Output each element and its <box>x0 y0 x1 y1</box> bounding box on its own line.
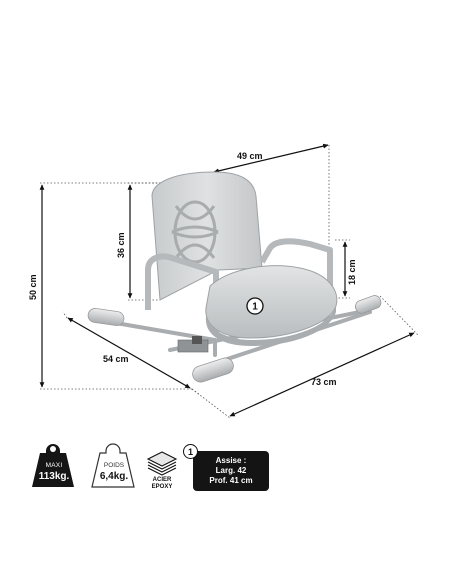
product-weight-label: POIDS <box>103 462 125 469</box>
bath-chair: 1 <box>87 171 382 383</box>
dim-line-length <box>229 332 415 417</box>
product-weight-spec: POIDS 6,4kg. <box>91 447 137 489</box>
seat-dimensions-box: Assise : Larg. 42 Prof. 41 cm <box>193 451 269 491</box>
dim-label-armrest-height: 18 cm <box>347 259 357 285</box>
dim-label-width-top: 49 cm <box>237 151 263 161</box>
max-weight-value: 113kg. <box>38 471 70 482</box>
dim-label-back-height: 36 cm <box>116 232 126 258</box>
dim-label-length: 73 cm <box>311 377 337 387</box>
dim-label-total-height: 50 cm <box>28 274 38 300</box>
handle-right <box>355 295 382 314</box>
seat-line-1: Assise : <box>215 456 247 465</box>
armrest-left <box>145 253 219 332</box>
seat-callout-circle <box>246 297 264 315</box>
layers-icon <box>146 451 178 476</box>
back-lattice <box>171 200 219 264</box>
max-weight-icon <box>32 444 74 487</box>
product-weight-value: 6,4kg. <box>99 471 129 482</box>
seat-pan <box>205 265 338 339</box>
dim-label-depth: 54 cm <box>103 354 129 364</box>
dim-line-depth <box>67 317 191 389</box>
material-spec: ACIER EPOXY <box>144 448 180 494</box>
armrest-right <box>259 238 333 290</box>
seat-front-edge <box>205 306 336 346</box>
swivel-mechanism <box>177 336 209 353</box>
seat-badge: 1 <box>183 444 198 459</box>
material-line-1: ACIER <box>152 477 172 483</box>
max-weight-label: MAXI <box>45 462 63 469</box>
seat-line-3: Prof. 41 cm <box>209 476 253 485</box>
material-line-2: EPOXY <box>151 484 173 490</box>
product-weight-icon <box>91 443 135 488</box>
seat-line-2: Larg. 42 <box>215 466 247 475</box>
weight-ring <box>50 446 56 452</box>
dimension-lines <box>39 143 415 417</box>
seat-callout-number: 1 <box>252 302 258 313</box>
dim-line-width-top <box>213 143 329 174</box>
max-weight-spec: MAXI 113kg. <box>31 447 77 489</box>
handle-left <box>87 308 125 326</box>
handle-front <box>192 357 234 383</box>
